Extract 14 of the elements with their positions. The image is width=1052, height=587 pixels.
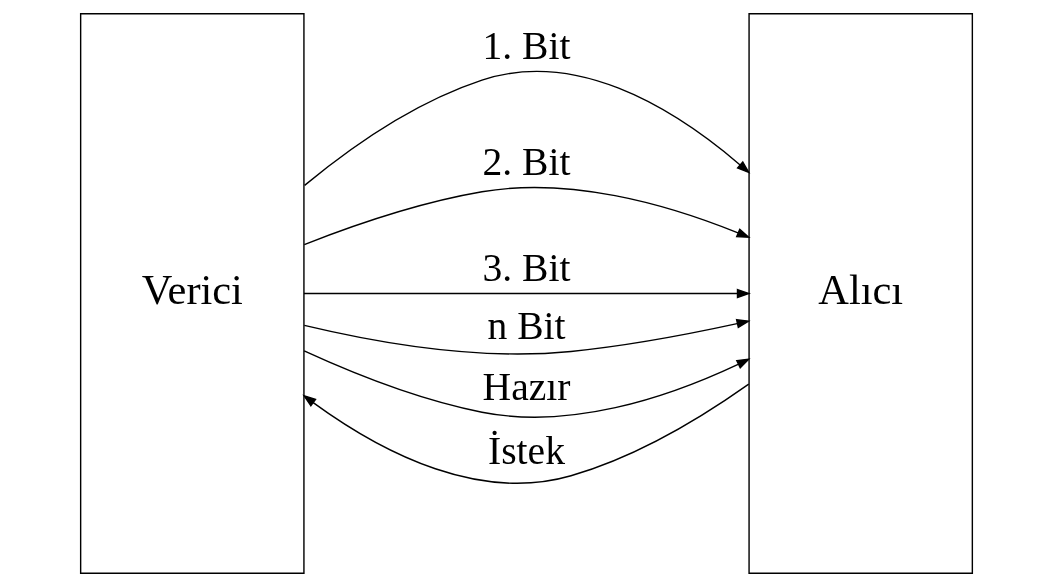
arrow bbox=[302, 350, 751, 418]
edge-label: 3. Bit bbox=[482, 246, 570, 291]
node-box: Alıcı bbox=[747, 13, 973, 574]
arrow bbox=[303, 70, 750, 187]
arrow bbox=[301, 383, 749, 484]
arrow bbox=[303, 186, 751, 246]
edge-label: n Bit bbox=[486, 304, 566, 349]
node-box: Verici bbox=[79, 13, 305, 574]
edge-label: İstek bbox=[487, 428, 565, 473]
edge-label: 1. Bit bbox=[482, 24, 570, 69]
edge-label: Hazır bbox=[482, 365, 570, 410]
arrow bbox=[303, 318, 751, 355]
edge-label: 2. Bit bbox=[482, 140, 570, 185]
arrow bbox=[302, 288, 751, 299]
